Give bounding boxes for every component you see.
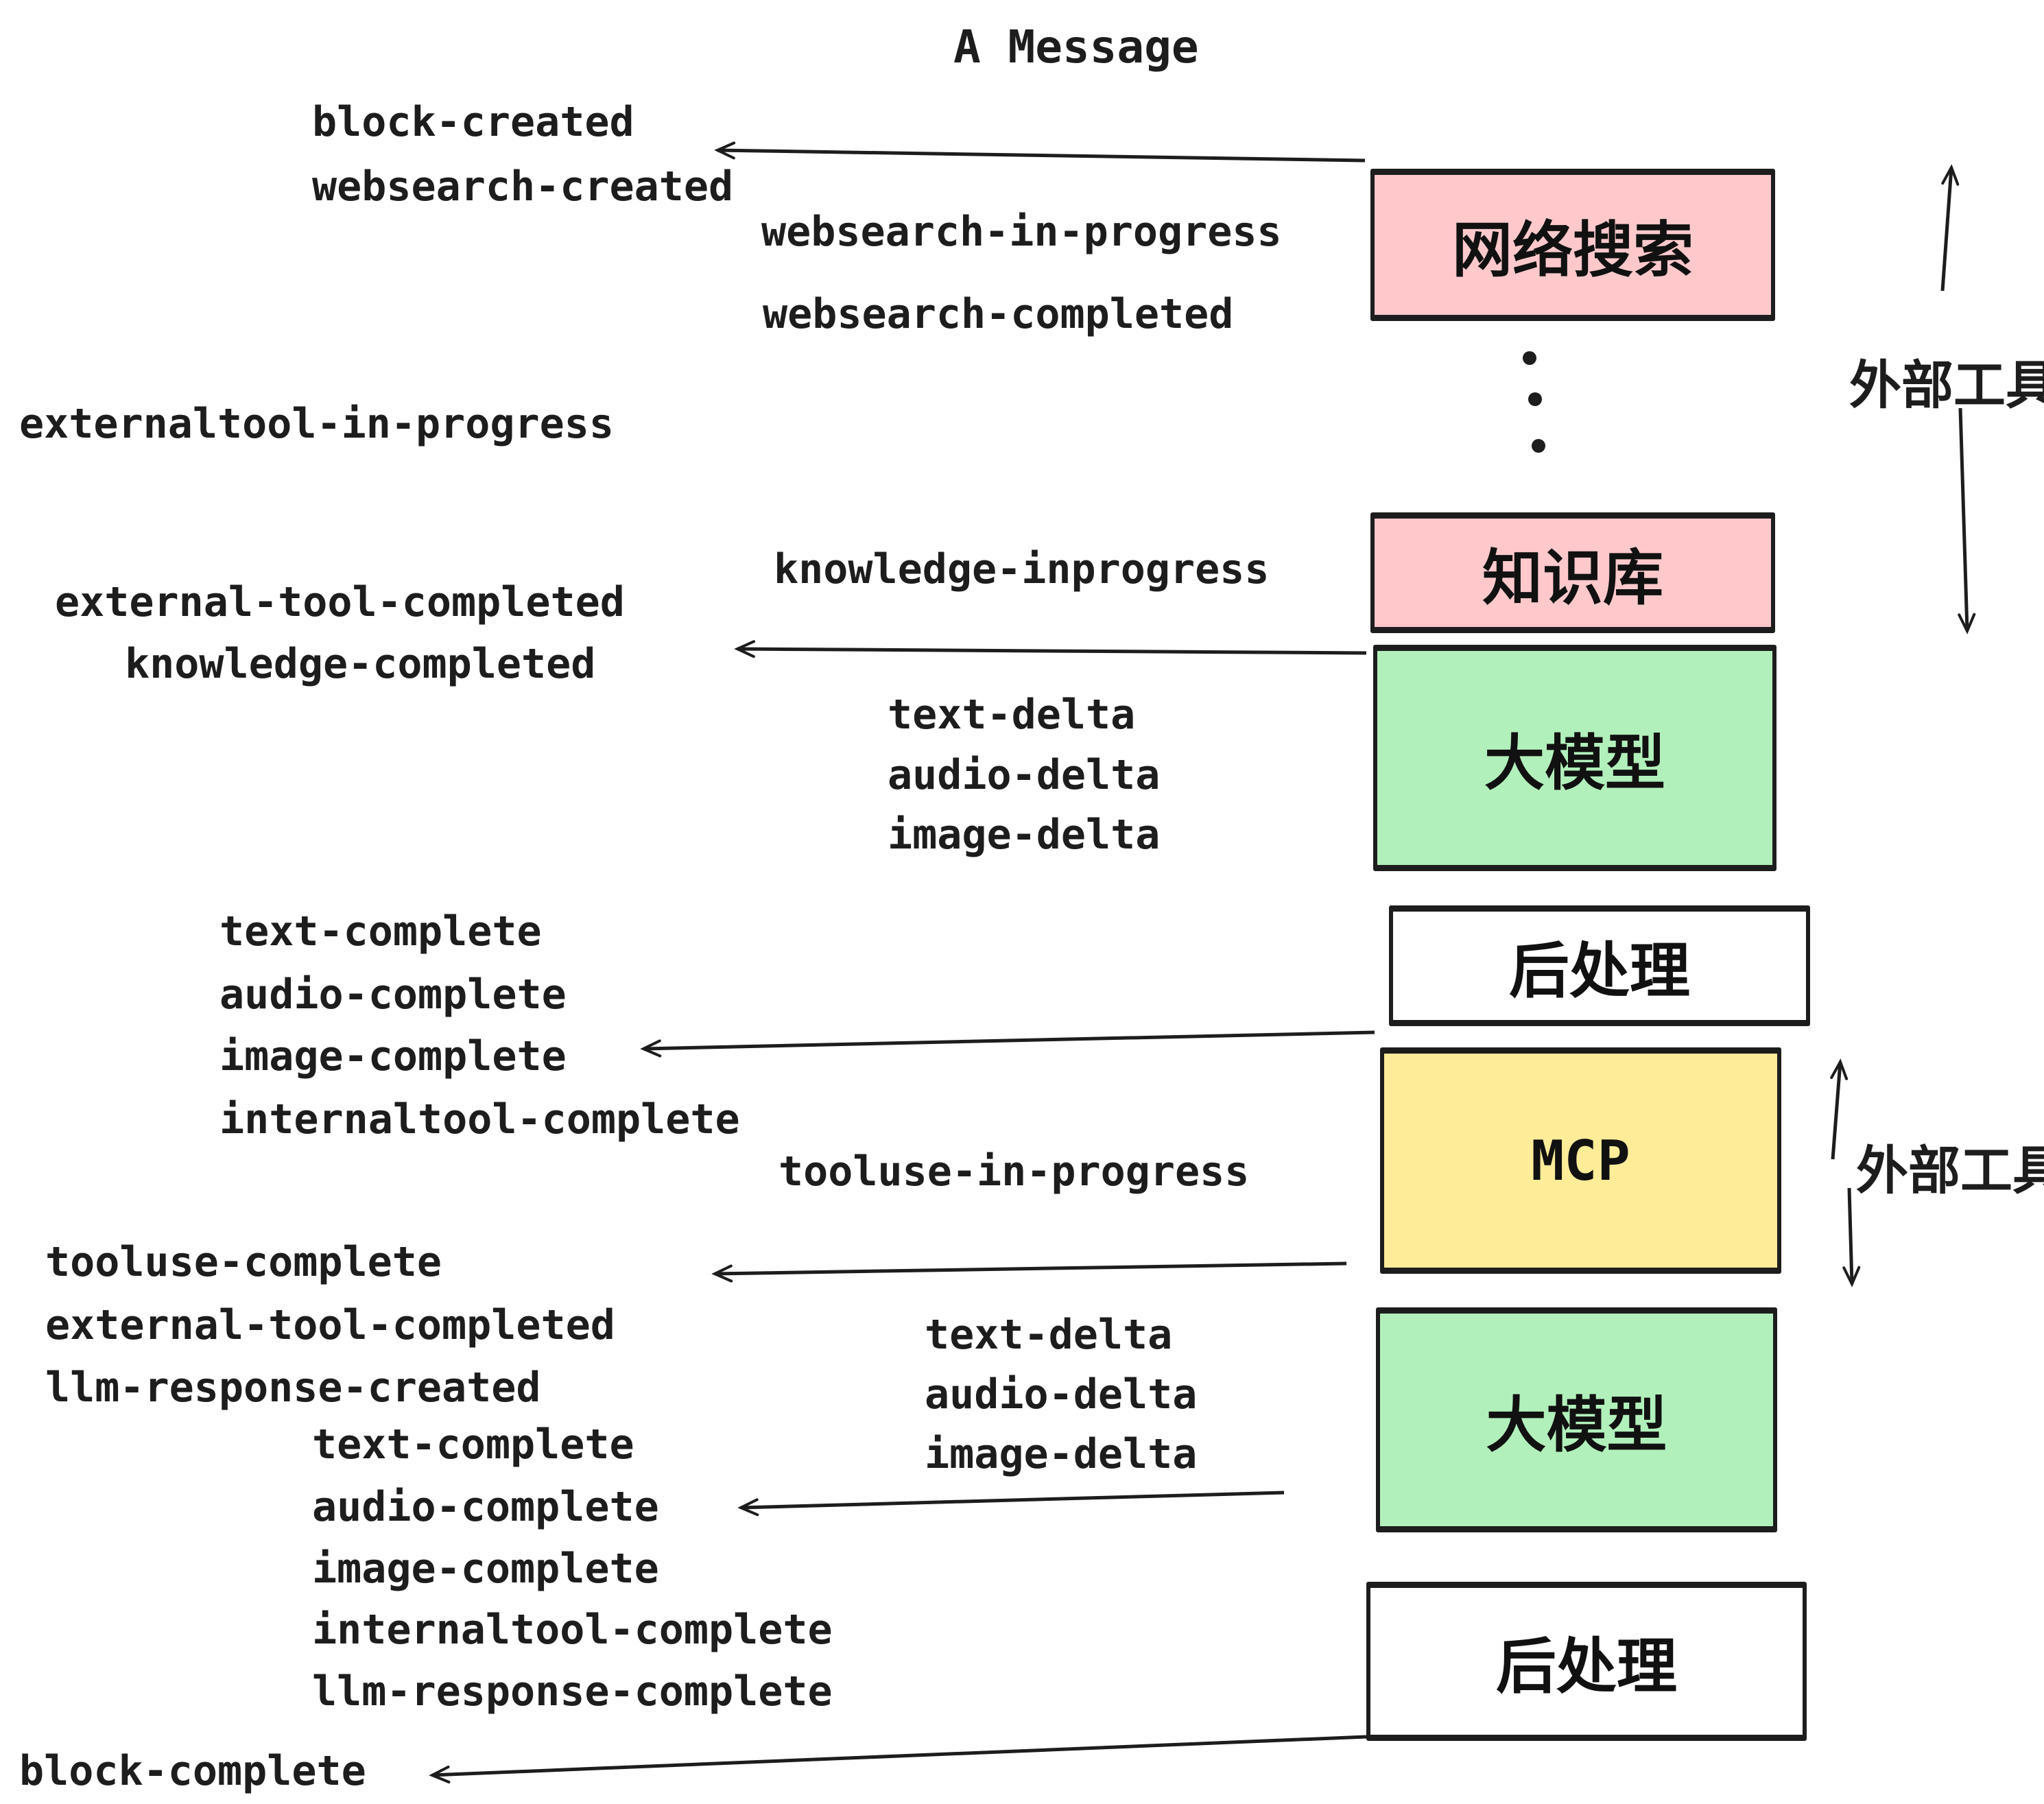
event-llm-response-complete: llm-response-complete xyxy=(312,1667,833,1716)
event-websearch-created: websearch-created xyxy=(312,163,734,211)
box-postprocess-1: 后处理 xyxy=(1389,905,1810,1026)
event-knowledge-completed: knowledge-completed xyxy=(125,640,596,688)
box-postprocess-1-label: 后处理 xyxy=(1508,936,1690,1005)
ellipsis-dot-1 xyxy=(1523,351,1536,365)
event-audio-complete: audio-complete xyxy=(219,971,567,1019)
event-websearch-in-progress: websearch-in-progress xyxy=(761,208,1282,256)
box-llm-1: 大模型 xyxy=(1373,645,1776,871)
event-audio-delta-2: audio-delta xyxy=(925,1370,1198,1419)
box-postprocess-2: 后处理 xyxy=(1366,1582,1807,1741)
event-text-delta: text-delta xyxy=(888,691,1136,739)
event-websearch-completed: websearch-completed xyxy=(763,290,1234,338)
arrow-to-tooluse-complete-group xyxy=(711,1261,1347,1283)
arrow-to-block-complete xyxy=(429,1735,1367,1784)
box-mcp-label: MCP xyxy=(1531,1128,1630,1193)
event-tooluse-in-progress: tooluse-in-progress xyxy=(779,1148,1250,1196)
box-websearch-label: 网络搜索 xyxy=(1451,215,1694,284)
event-block-complete: block-complete xyxy=(19,1747,366,1795)
event-internaltool-complete-2: internaltool-complete xyxy=(312,1606,833,1654)
ellipsis-dot-2 xyxy=(1528,392,1542,406)
event-external-tool-completed-2: external-tool-completed xyxy=(45,1301,615,1349)
event-text-delta-2: text-delta xyxy=(925,1311,1173,1359)
arrow-to-audio-complete xyxy=(737,1491,1285,1517)
event-llm-response-created: llm-response-created xyxy=(45,1364,541,1412)
event-audio-complete-2: audio-complete xyxy=(312,1483,659,1531)
event-text-complete: text-complete xyxy=(219,907,542,956)
box-knowledge: 知识库 xyxy=(1370,512,1775,633)
box-websearch: 网络搜索 xyxy=(1370,169,1775,321)
external-tools-note-2: 外部工具 xyxy=(1856,1142,2044,1200)
diagram-title: A Message xyxy=(953,21,1199,73)
event-image-delta: image-delta xyxy=(888,811,1161,859)
arrow-to-knowledge-completed xyxy=(734,640,1367,658)
event-image-delta-2: image-delta xyxy=(925,1430,1198,1478)
event-text-complete-2: text-complete xyxy=(312,1421,634,1469)
event-internaltool-complete: internaltool-complete xyxy=(219,1095,740,1143)
external-tools-down-arrow-1 xyxy=(1958,407,1976,634)
box-knowledge-label: 知识库 xyxy=(1482,543,1663,612)
arrow-to-websearch-created xyxy=(714,141,1366,163)
event-knowledge-inprogress: knowledge-inprogress xyxy=(774,545,1270,593)
box-mcp: MCP xyxy=(1380,1047,1781,1274)
event-image-complete: image-complete xyxy=(219,1032,567,1080)
event-tooluse-complete: tooluse-complete xyxy=(45,1238,442,1286)
ellipsis-dot-3 xyxy=(1532,439,1545,453)
external-tools-up-arrow-2 xyxy=(1830,1058,1849,1160)
event-image-complete-2: image-complete xyxy=(312,1545,659,1593)
external-tools-down-arrow-2 xyxy=(1842,1187,1861,1287)
box-postprocess-2-label: 后处理 xyxy=(1495,1632,1677,1700)
event-externaltool-in-progress: externaltool-in-progress xyxy=(19,400,614,448)
external-tools-up-arrow-1 xyxy=(1940,164,1960,292)
box-llm-1-label: 大模型 xyxy=(1484,728,1665,797)
event-block-created: block-created xyxy=(312,98,634,146)
event-audio-delta: audio-delta xyxy=(888,751,1161,799)
box-llm-2-label: 大模型 xyxy=(1486,1390,1667,1459)
external-tools-note-1: 外部工具 xyxy=(1849,357,2044,415)
arrow-to-image-complete xyxy=(640,1030,1375,1058)
event-external-tool-completed: external-tool-completed xyxy=(55,578,625,626)
box-llm-2: 大模型 xyxy=(1376,1307,1777,1532)
